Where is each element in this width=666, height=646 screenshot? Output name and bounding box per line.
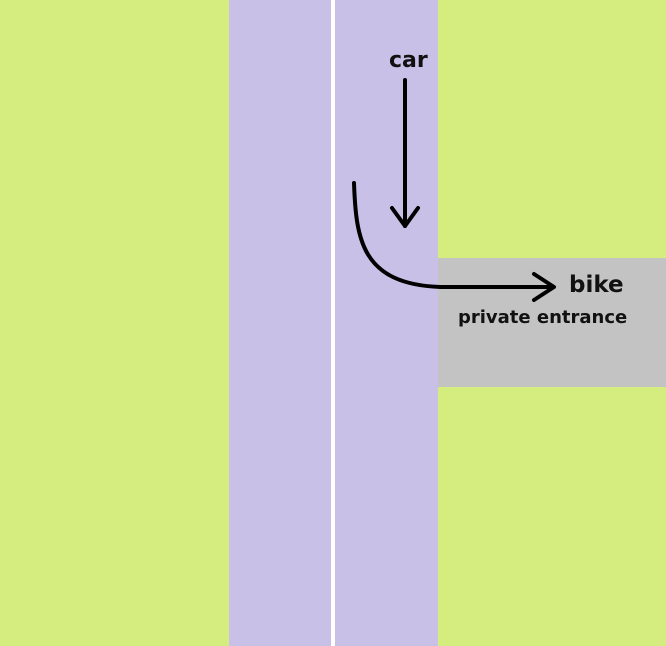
car-arrowhead [390,206,420,228]
road-center-line [331,0,335,646]
grass-left [0,0,229,646]
bike-turn-arrow [352,181,555,289]
bike-arrowhead [532,272,556,302]
car-label: car [389,48,428,73]
private-entrance-area [438,258,666,387]
private-entrance-label: private entrance [458,307,628,328]
bike-label: bike [569,272,624,298]
